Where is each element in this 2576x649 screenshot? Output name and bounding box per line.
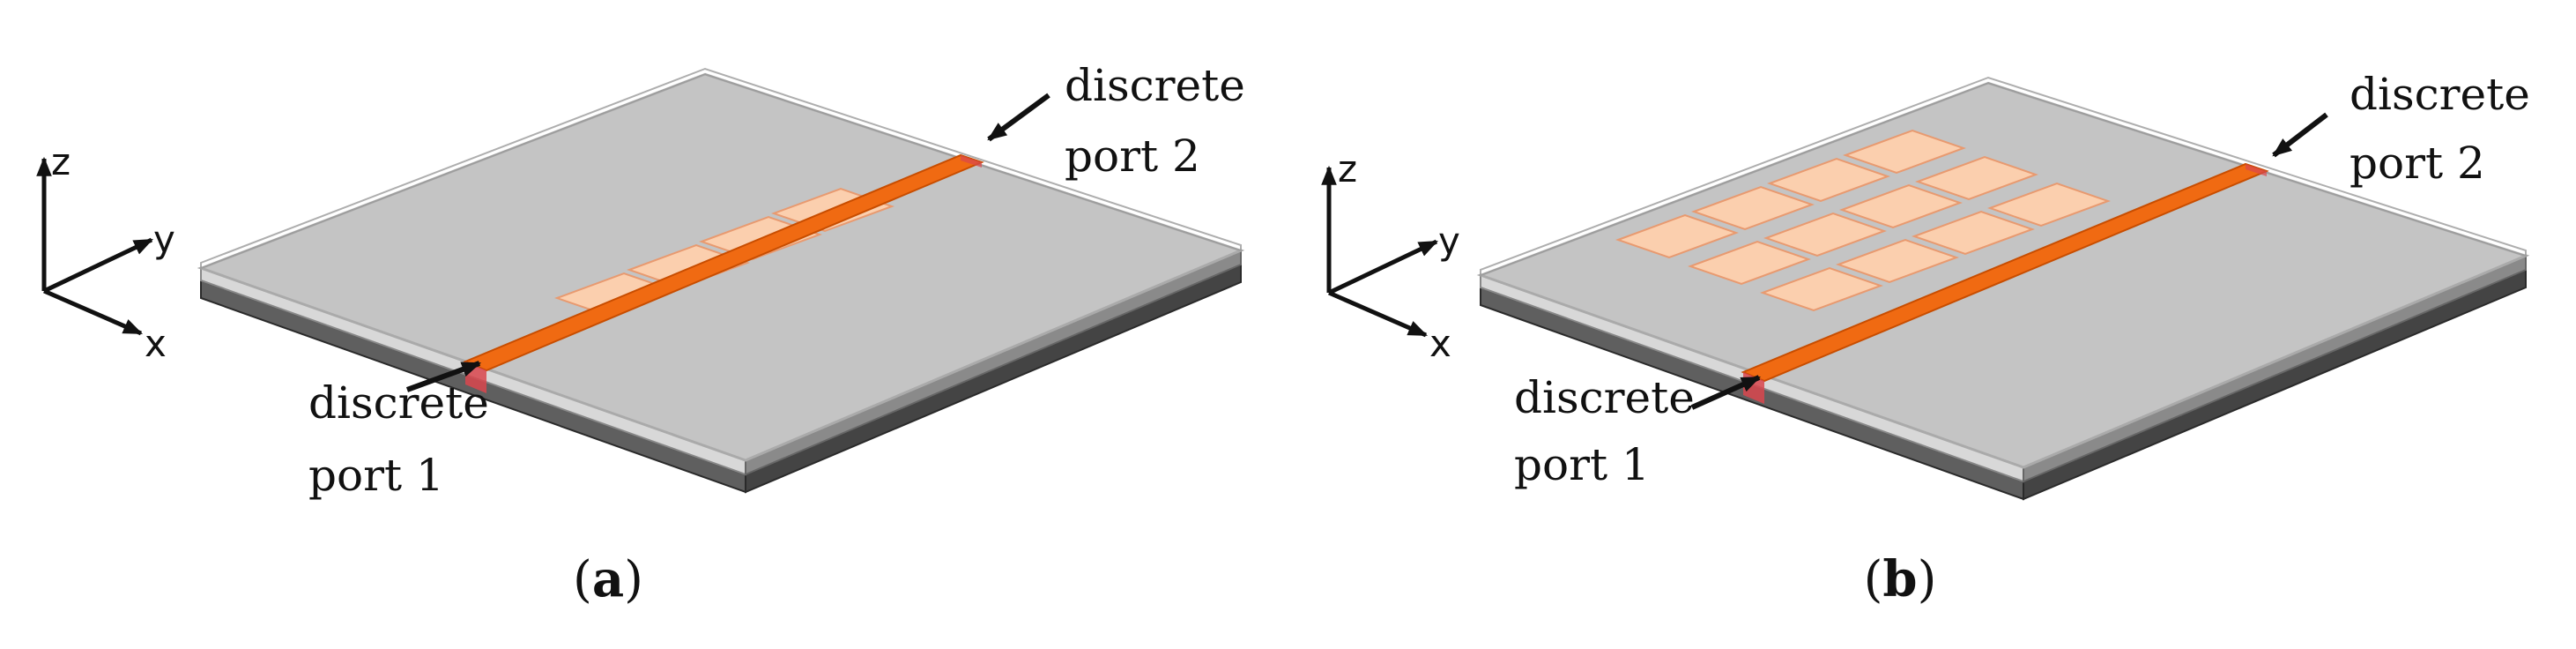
x-axis-arrow <box>1328 290 1429 338</box>
port-2-label-line2: port 2 <box>2350 138 2485 189</box>
x-axis-label: x <box>145 322 167 365</box>
port-2-pointer-arrow <box>987 93 1050 142</box>
top-cover-outline <box>200 67 1242 270</box>
patch-grid-b <box>1615 129 2111 312</box>
panel-caption-a: (a) <box>573 550 643 608</box>
patch <box>1987 182 2111 228</box>
port-1-label-line2: port 1 <box>1514 439 1650 490</box>
patch <box>1915 155 2038 201</box>
y-axis-arrow <box>42 237 153 294</box>
discrete-port-2-a <box>961 155 982 168</box>
port-2-label-line1: discrete <box>2350 69 2530 120</box>
axis-triad-b: z y x <box>1321 147 1460 365</box>
patch <box>1691 185 1815 231</box>
y-axis-label: y <box>153 218 175 261</box>
patch <box>1839 183 1963 229</box>
panel-b: z y x <box>1321 69 2530 608</box>
port-1-pointer-arrow <box>405 361 482 392</box>
port-2-pointer-arrow <box>2272 112 2328 158</box>
port-1-label-line1: discrete <box>1514 372 1695 423</box>
discrete-port-2-b <box>2246 164 2267 176</box>
patch <box>1836 238 1959 284</box>
y-axis-arrow <box>1327 239 1438 295</box>
top-cover-outline <box>1480 76 2527 277</box>
axis-triad-a: z y x <box>36 140 175 365</box>
patch <box>1763 212 1887 257</box>
y-axis-label: y <box>1438 220 1460 263</box>
z-axis-label: z <box>1338 147 1357 190</box>
port-1-label-line1: discrete <box>308 377 489 429</box>
patch <box>1912 210 2035 256</box>
port-1-pointer-arrow <box>1690 375 1762 410</box>
x-axis-arrow <box>43 288 144 336</box>
port-2-label-line1: discrete <box>1065 60 1245 111</box>
patch <box>1615 213 1739 259</box>
panel-a: z y x discrete port 2 <box>36 60 1245 608</box>
port-1-label-line2: port 1 <box>308 450 444 501</box>
port-2-label-line2: port 2 <box>1065 131 1200 182</box>
patch <box>1767 157 1890 203</box>
patch <box>1760 266 1883 312</box>
x-axis-label: x <box>1429 322 1451 365</box>
panel-caption-b: (b) <box>1864 550 1937 608</box>
patch <box>1688 240 1811 286</box>
z-axis-label: z <box>51 140 71 183</box>
patch <box>1843 129 1966 175</box>
